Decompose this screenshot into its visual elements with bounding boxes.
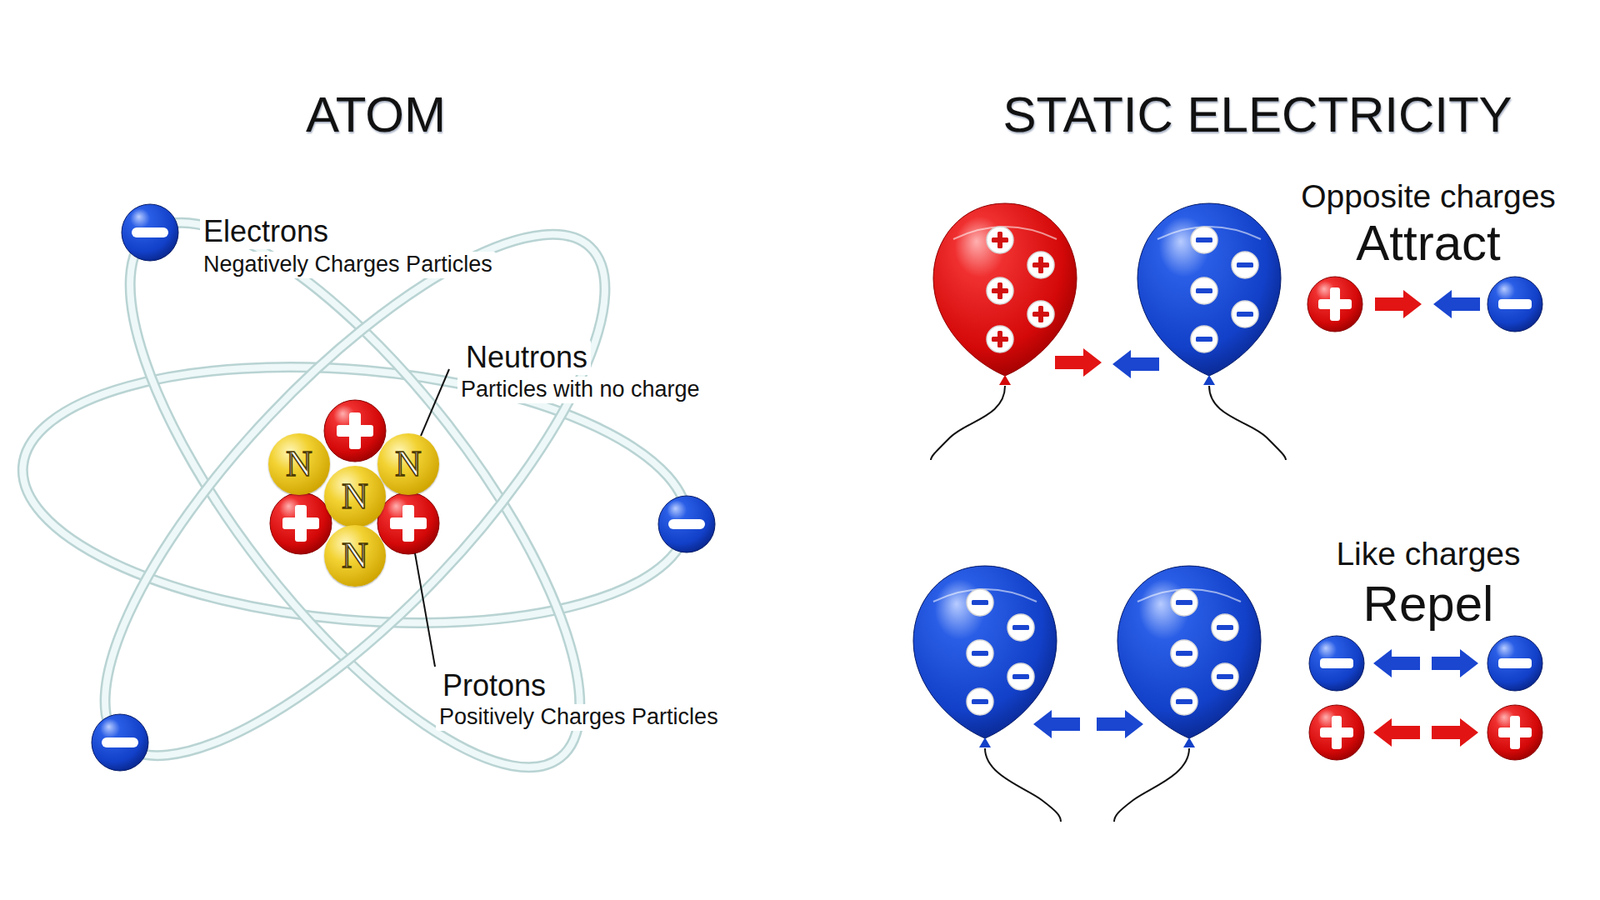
force-arrow — [1375, 290, 1422, 319]
charge-symbol — [1307, 276, 1363, 332]
neutron-ball: N — [268, 433, 330, 495]
neutron-ball: N — [324, 465, 386, 528]
charge-symbol — [1309, 635, 1365, 691]
callout-description: Particles with no charge — [457, 376, 704, 403]
force-arrow — [1431, 649, 1479, 678]
leader-line — [420, 369, 450, 436]
charge-symbol — [1487, 276, 1543, 332]
proton — [270, 492, 332, 555]
electron — [658, 495, 715, 553]
charge-symbol — [1309, 705, 1365, 760]
callout-description: Positively Charges Particles — [435, 704, 722, 730]
callout-description: Negatively Charges Particles — [200, 251, 496, 278]
force-arrow — [1431, 718, 1479, 747]
section-heading: ATOM — [305, 85, 446, 144]
force-arrow — [1096, 710, 1144, 739]
force-arrow — [1373, 649, 1420, 678]
rule-word: Attract — [1355, 214, 1500, 272]
force-arrow — [1055, 348, 1102, 377]
rule-word: Repel — [1363, 575, 1495, 633]
callout-label: Protons — [439, 668, 550, 703]
proton — [324, 400, 386, 462]
balloon-negative — [1117, 565, 1261, 748]
force-arrow — [1433, 290, 1480, 319]
neutron-ball: N — [377, 433, 440, 495]
neutron-letter: N — [341, 478, 369, 515]
proton — [377, 492, 440, 555]
callout-label: Electrons — [200, 214, 332, 249]
neutron-ball: N — [324, 525, 386, 587]
balloon-negative — [913, 565, 1057, 748]
electron — [91, 714, 149, 771]
force-arrow — [1112, 350, 1160, 379]
leader-line — [415, 553, 435, 667]
rule-caption: Opposite charges — [1300, 178, 1556, 216]
rule-caption: Like charges — [1335, 535, 1520, 574]
neutron-letter: N — [341, 537, 369, 575]
balloon-strings — [930, 385, 1286, 822]
force-arrow — [1373, 718, 1420, 747]
neutron-letter: N — [285, 445, 313, 483]
electron — [121, 204, 179, 261]
charge-symbol — [1487, 705, 1543, 760]
charge-symbol — [1487, 635, 1543, 691]
callout-label: Neutrons — [462, 340, 591, 375]
section-heading: STATIC ELECTRICITY — [1002, 85, 1512, 144]
neutron-letter: N — [395, 445, 422, 483]
force-arrow — [1033, 710, 1080, 739]
